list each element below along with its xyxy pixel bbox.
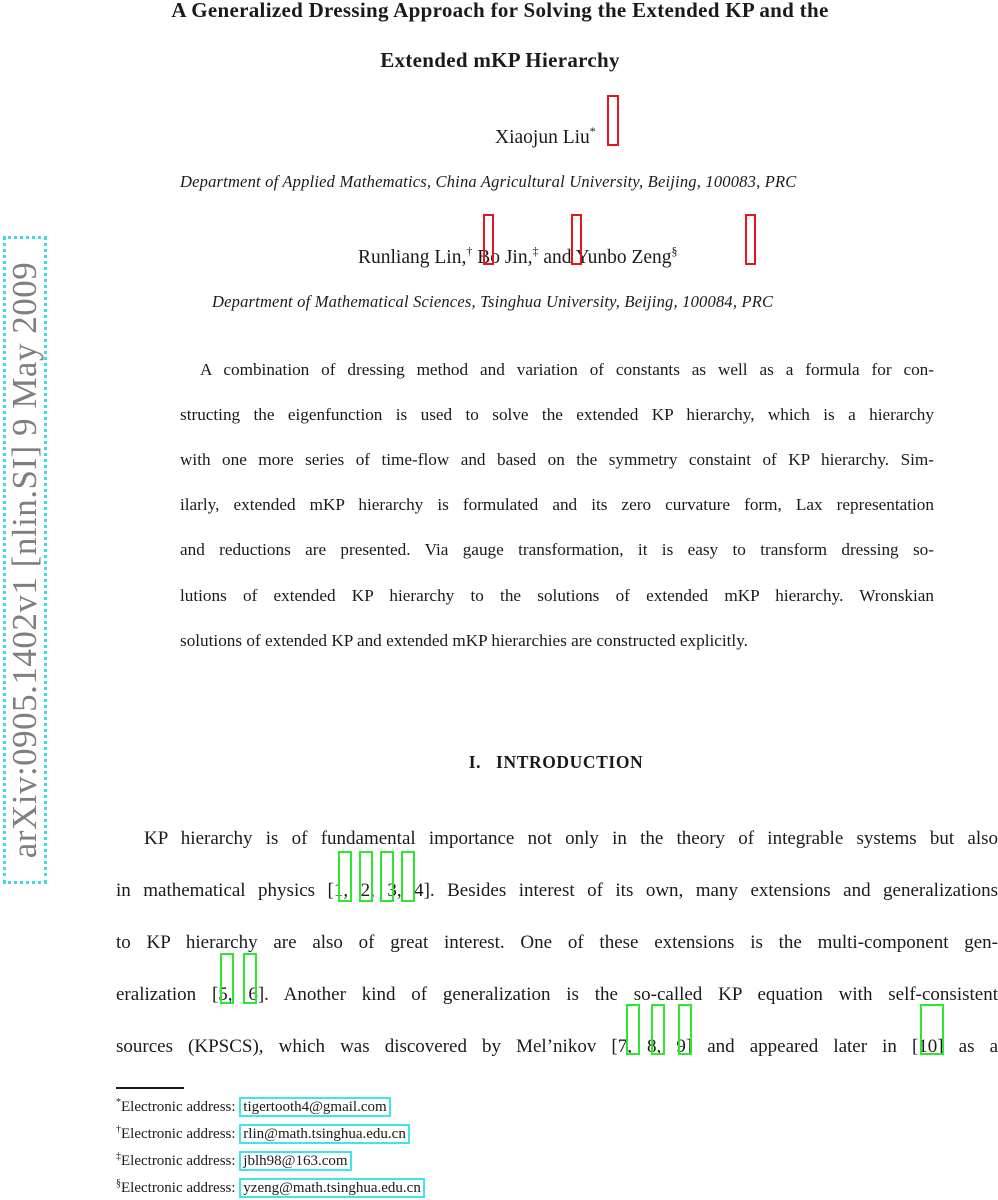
citation-link-box[interactable]: [626, 1004, 640, 1055]
citation-link[interactable]: 7: [617, 1036, 628, 1057]
arxiv-stamp-box[interactable]: [3, 236, 47, 884]
paper-title-line-2: Extended mKP Hierarchy: [380, 48, 620, 72]
intro-line: KP hierarchy is of fundamental importanc…: [144, 828, 998, 849]
citation-link-box[interactable]: [220, 953, 234, 1004]
citation-link-box[interactable]: [651, 1004, 665, 1055]
author-footnote-link-box[interactable]: [483, 214, 494, 265]
citation-link[interactable]: 4: [414, 880, 424, 901]
author-footnote-link-box[interactable]: [571, 214, 582, 265]
footnote-mark: ‡: [116, 1151, 121, 1162]
section-heading: I. INTRODUCTION: [0, 752, 998, 773]
footnote-mark: *: [116, 1097, 121, 1108]
author-list-2: Runliang Lin,† Bo Jin,‡ and Yunbo Zeng§: [358, 244, 678, 269]
footnote-1: *Electronic address: tigertooth4@gmail.c…: [116, 1097, 391, 1117]
citation-link[interactable]: 6: [248, 984, 258, 1005]
section-title: INTRODUCTION: [496, 752, 644, 772]
citation-link-box[interactable]: [380, 851, 394, 902]
email-link[interactable]: yzeng@math.tsinghua.edu.cn: [239, 1178, 425, 1198]
intro-line: sources (KPSCS), which was discovered by…: [116, 1036, 998, 1057]
abstract-line: and reductions are presented. Via gauge …: [180, 540, 934, 559]
author-name-bo-jin: Bo Jin,: [472, 247, 533, 268]
citation-link-box[interactable]: [338, 851, 352, 902]
author-footnote-link-box[interactable]: [607, 95, 619, 146]
citation-link[interactable]: 9: [676, 1036, 686, 1057]
email-link[interactable]: tigertooth4@gmail.com: [239, 1097, 391, 1117]
citation-link[interactable]: 2: [360, 880, 371, 901]
intro-line: eralization [5, 6]. Another kind of gene…: [116, 984, 998, 1005]
citation-link-box[interactable]: [401, 851, 415, 902]
citation-link-box[interactable]: [678, 1004, 692, 1055]
paper-title-line-1: A Generalized Dressing Approach for Solv…: [171, 0, 829, 22]
abstract-line: lutions of extended KP hierarchy to the …: [180, 586, 934, 605]
footnote-2: †Electronic address: rlin@math.tsinghua.…: [116, 1124, 410, 1144]
author-footnote-link-box[interactable]: [745, 214, 756, 265]
footnote-mark-star[interactable]: *: [589, 124, 596, 138]
footnote-mark-section[interactable]: §: [671, 244, 678, 258]
abstract-line: structing the eigenfunction is used to s…: [180, 405, 934, 424]
section-number: I.: [468, 752, 482, 772]
author-xiaojun-liu: Xiaojun Liu*: [495, 124, 596, 149]
abstract-line: ilarly, extended mKP hierarchy is formul…: [180, 495, 934, 514]
citation-link[interactable]: 5: [218, 984, 228, 1005]
citation-link[interactable]: 10: [918, 1036, 938, 1057]
citation-link-box[interactable]: [359, 851, 373, 902]
intro-line: in mathematical physics [1, 2, 3, 4]. Be…: [116, 880, 998, 901]
affiliation-1: Department of Applied Mathematics, China…: [180, 172, 797, 191]
author-name-yunbo-zeng: and Yunbo Zeng: [538, 247, 672, 268]
email-link[interactable]: jblh98@163.com: [239, 1151, 352, 1171]
footnote-mark: §: [116, 1178, 121, 1189]
abstract-line: A combination of dressing method and var…: [200, 360, 934, 379]
intro-line: to KP hierarchy are also of great intere…: [116, 932, 998, 953]
footnote-3: ‡Electronic address: jblh98@163.com: [116, 1151, 352, 1171]
footnote-mark-dagger[interactable]: †: [466, 244, 473, 258]
citation-link-box[interactable]: [920, 1004, 944, 1055]
abstract-line: solutions of extended KP and extended mK…: [180, 631, 748, 650]
email-link[interactable]: rlin@math.tsinghua.edu.cn: [239, 1124, 410, 1144]
footnote-4: §Electronic address: yzeng@math.tsinghua…: [116, 1178, 425, 1198]
author-name-runliang-lin: Runliang Lin,: [358, 247, 467, 268]
footnote-rule: [116, 1087, 184, 1089]
author-name: Xiaojun Liu: [495, 127, 590, 148]
footnote-mark-double-dagger[interactable]: ‡: [532, 244, 539, 258]
citation-link-box[interactable]: [243, 953, 257, 1004]
affiliation-2: Department of Mathematical Sciences, Tsi…: [212, 292, 774, 311]
footnote-mark: †: [116, 1124, 121, 1135]
abstract-line: with one more series of time-flow and ba…: [180, 450, 934, 469]
